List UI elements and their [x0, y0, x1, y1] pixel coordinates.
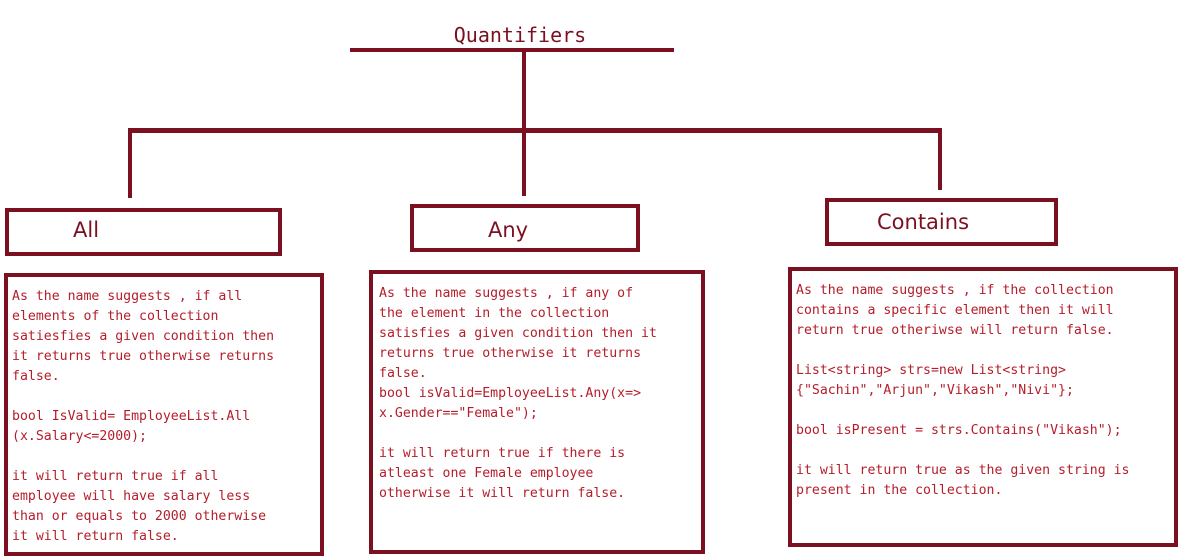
description-contains-code-list: List<string> strs=new List<string> {"Sac…: [796, 363, 1074, 398]
description-contains-result: it will return true as the given string …: [796, 463, 1130, 498]
description-all: As the name suggests , if all elements o…: [4, 273, 324, 556]
diagram-title: Quantifiers: [453, 23, 587, 47]
node-any: Any: [410, 204, 640, 252]
description-any-result: it will return true if there is atleast …: [379, 446, 626, 501]
description-any-definition: As the name suggests , if any of the ele…: [379, 286, 657, 421]
branch-horizontal-line: [128, 128, 942, 133]
description-all-result: it will return true if all employee will…: [12, 469, 267, 544]
description-contains: As the name suggests , if the collection…: [788, 267, 1178, 547]
description-contains-code-check: bool isPresent = strs.Contains("Vikash")…: [796, 423, 1122, 438]
node-all-label: All: [73, 218, 100, 242]
description-any: As the name suggests , if any of the ele…: [369, 270, 705, 554]
description-contains-definition: As the name suggests , if the collection…: [796, 283, 1114, 338]
branch-line-all: [128, 128, 132, 198]
branch-line-any: [522, 128, 526, 196]
node-contains-label: Contains: [877, 210, 970, 234]
node-all: All: [5, 208, 282, 256]
node-any-label: Any: [488, 218, 529, 242]
branch-line-contains: [938, 128, 942, 190]
description-all-definition: As the name suggests , if all elements o…: [12, 289, 275, 384]
title-underline: [350, 48, 674, 52]
trunk-line: [522, 48, 526, 132]
description-all-code: bool IsValid= EmployeeList.All (x.Salary…: [12, 409, 251, 444]
node-contains: Contains: [825, 198, 1058, 246]
